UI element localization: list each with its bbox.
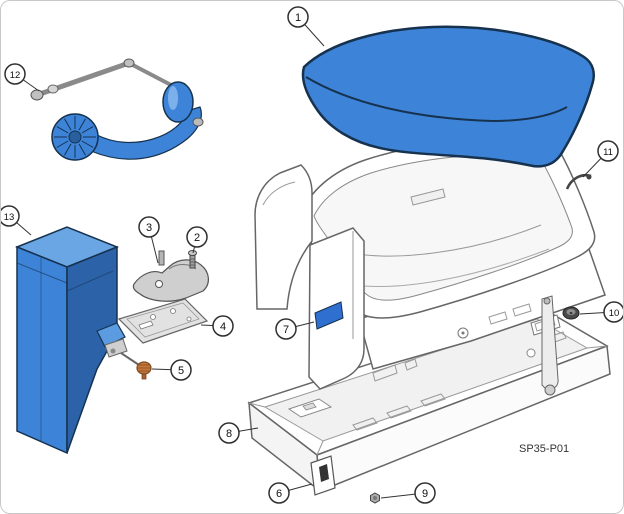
callout-9-label: 9 [422, 488, 428, 500]
tray-slot-2 [386, 405, 412, 419]
callout-13-label: 13 [4, 212, 15, 223]
callout-6-label: 6 [276, 488, 282, 500]
printer-body [254, 137, 606, 396]
hopper-front [16, 245, 68, 455]
tray-hole [526, 348, 536, 358]
callout-11-label: 11 [603, 147, 613, 158]
callout-1-label: 1 [295, 12, 301, 24]
front-panel-label [314, 301, 344, 330]
roller-arm [90, 106, 202, 160]
wheel-ribs [54, 116, 96, 158]
callout-5-label: 5 [178, 365, 184, 377]
body-left-pillar [254, 164, 313, 310]
callout-9: 9 [380, 482, 436, 504]
callout-8: 8 [218, 422, 259, 444]
deck-slot-3 [488, 311, 508, 325]
top-cover [301, 25, 595, 168]
callouts: 1 2 3 4 5 6 7 [1, 6, 623, 504]
mounting-plate [117, 298, 209, 344]
callout-10: 10 [579, 301, 623, 323]
roller-assembly [30, 58, 204, 161]
callout-7-label: 7 [283, 324, 289, 336]
callout-11: 11 [582, 140, 619, 178]
latch-assembly [132, 250, 209, 302]
roller-axle-2 [128, 61, 172, 87]
callout-5: 5 [151, 359, 192, 381]
latch-pin [158, 250, 165, 266]
deck-slot-1 [372, 364, 398, 382]
tray-slot-1 [352, 417, 378, 431]
top-cover-crease [305, 76, 568, 123]
shell-inner-slot [410, 188, 446, 206]
deck-slot-2 [404, 358, 418, 371]
callout-4: 4 [200, 315, 234, 337]
callout-13: 13 [1, 205, 32, 236]
hopper [14, 226, 140, 455]
callout-2-label: 2 [194, 232, 200, 244]
front-latch-slot [319, 464, 329, 482]
callout-10-label: 10 [609, 308, 620, 319]
rubber-foot [562, 306, 580, 320]
deck-slot-4 [512, 303, 532, 317]
callout-4-label: 4 [220, 321, 226, 333]
screw [188, 250, 197, 269]
callout-8-label: 8 [226, 428, 232, 440]
callout-6: 6 [268, 482, 313, 504]
tray-slot-3 [420, 393, 446, 407]
callout-12: 12 [4, 63, 40, 92]
part-code: SP35-P01 [519, 443, 569, 455]
hopper-chute [96, 322, 126, 348]
callout-2: 2 [186, 226, 208, 254]
callout-3: 3 [138, 216, 160, 264]
bottom-screw [370, 492, 380, 504]
front-latch [310, 455, 336, 496]
callout-7: 7 [275, 318, 315, 340]
callout-3-label: 3 [146, 222, 152, 234]
callout-1: 1 [287, 6, 325, 47]
smooth-roller [162, 81, 194, 123]
callout-12-label: 12 [10, 70, 21, 81]
base-tray [247, 307, 611, 493]
top-cover-shape [301, 25, 595, 168]
pivot-pin [136, 361, 152, 380]
